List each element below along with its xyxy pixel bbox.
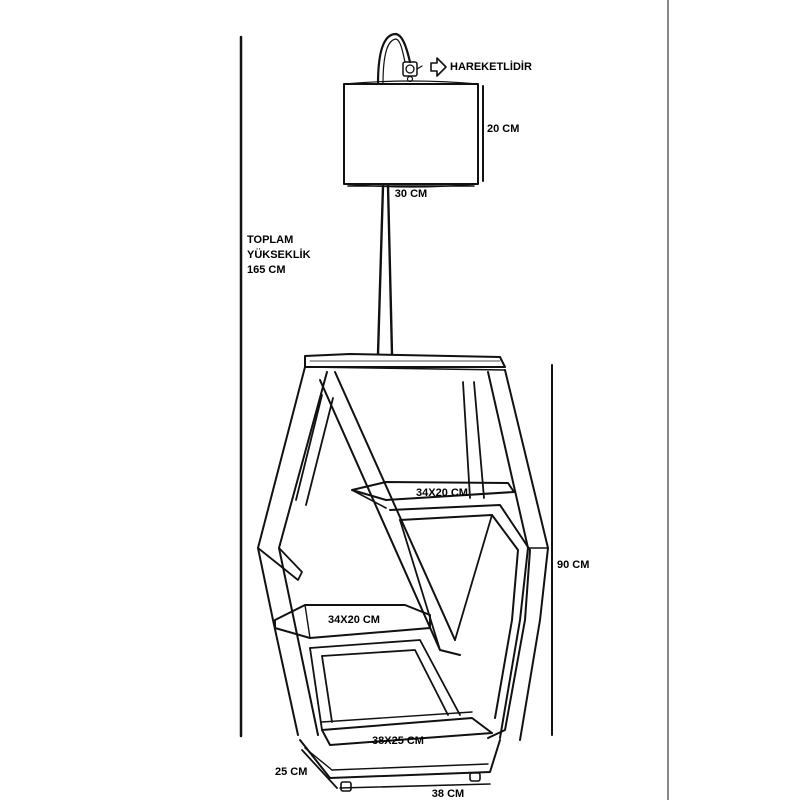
shade-width-label: 30 CM (395, 188, 427, 200)
shade-height-label: 20 CM (487, 123, 519, 135)
adjust-knob-icon (402, 61, 423, 83)
lamp-pole (376, 184, 394, 356)
bottom-shelf-label: 38X25 CM (372, 735, 424, 747)
total-height-label-1: TOPLAM (247, 234, 293, 246)
upper-shelf-label: 34X20 CM (416, 487, 468, 499)
cabinet-height-label: 90 CM (557, 559, 589, 571)
lamp-neck (376, 32, 412, 86)
movable-label: HAREKETLİDİR (450, 60, 532, 73)
right-arrow-icon (430, 57, 447, 77)
base-depth-dimension-line (301, 749, 338, 789)
base-width-label: 38 CM (432, 788, 464, 800)
lamp-shade (343, 80, 479, 188)
base-depth-label: 25 CM (275, 766, 307, 778)
hexagonal-shelf-cabinet (257, 353, 549, 792)
middle-shelf-label: 34X20 CM (328, 614, 380, 626)
total-height-label-3: 165 CM (247, 264, 286, 276)
base-width-dimension-line (339, 783, 491, 789)
total-height-label-2: YÜKSEKLİK (247, 248, 311, 261)
